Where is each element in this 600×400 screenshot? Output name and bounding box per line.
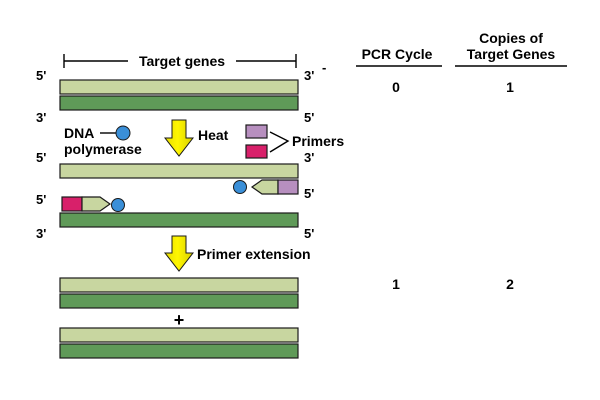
row-1-copies: 2	[506, 276, 514, 292]
dna-label: DNA	[64, 125, 94, 141]
copy1-strand-bottom	[59, 293, 299, 309]
denatured-strand-bottom	[59, 212, 299, 228]
heat-label: Heat	[198, 127, 229, 143]
copies-header-line2: Target Genes	[467, 46, 556, 62]
polymerase-bottom-icon	[111, 198, 125, 212]
polymerase-legend-icon	[115, 125, 131, 141]
bottom-strand-5prime: 5'	[304, 110, 314, 125]
denatured-bottom-5prime: 5'	[36, 192, 46, 207]
polymerase-top-icon	[233, 180, 247, 194]
pcr-cycle-header: PCR Cycle	[362, 46, 433, 62]
original-strand-top	[59, 79, 299, 95]
polymerase-label: polymerase	[64, 141, 142, 157]
primer-magenta-icon	[245, 144, 268, 159]
denatured-bottom-3prime: 3'	[36, 226, 46, 241]
primer-bottom-bound	[61, 196, 83, 212]
top-strand-dash: -	[322, 60, 326, 75]
bottom-strand-3prime: 3'	[36, 110, 46, 125]
copy2-strand-bottom	[59, 343, 299, 359]
primer-purple-icon	[245, 124, 268, 139]
extension-bottom-icon	[81, 196, 112, 212]
denatured-top-3prime: 3'	[304, 150, 314, 165]
heat-arrow-icon	[163, 119, 195, 157]
copies-header-line1: Copies of	[479, 30, 543, 46]
primers-label: Primers	[292, 133, 344, 149]
top-strand-5prime: 5'	[36, 68, 46, 83]
denatured-strand-top	[59, 163, 299, 179]
denatured-top-5prime: 5'	[36, 150, 46, 165]
copy2-strand-top	[59, 327, 299, 343]
target-genes-bracket: Target genes	[63, 53, 297, 69]
row-0-cycle: 0	[392, 79, 400, 95]
primer-extension-arrow-icon	[163, 235, 195, 272]
copy1-strand-top	[59, 277, 299, 293]
row-1-cycle: 1	[392, 276, 400, 292]
plus-sign: +	[174, 310, 185, 330]
target-genes-label: Target genes	[139, 53, 225, 69]
extension-top-icon	[250, 179, 279, 195]
primer-extension-label: Primer extension	[197, 246, 311, 262]
denatured-bottom-5prime-right: 5'	[304, 226, 314, 241]
denatured-top-5prime-right: 5'	[304, 186, 314, 201]
primer-top-bound	[277, 179, 299, 195]
row-0-copies: 1	[506, 79, 514, 95]
primers-bracket	[269, 131, 290, 153]
top-strand-3prime: 3'	[304, 68, 314, 83]
original-strand-bottom	[59, 95, 299, 111]
